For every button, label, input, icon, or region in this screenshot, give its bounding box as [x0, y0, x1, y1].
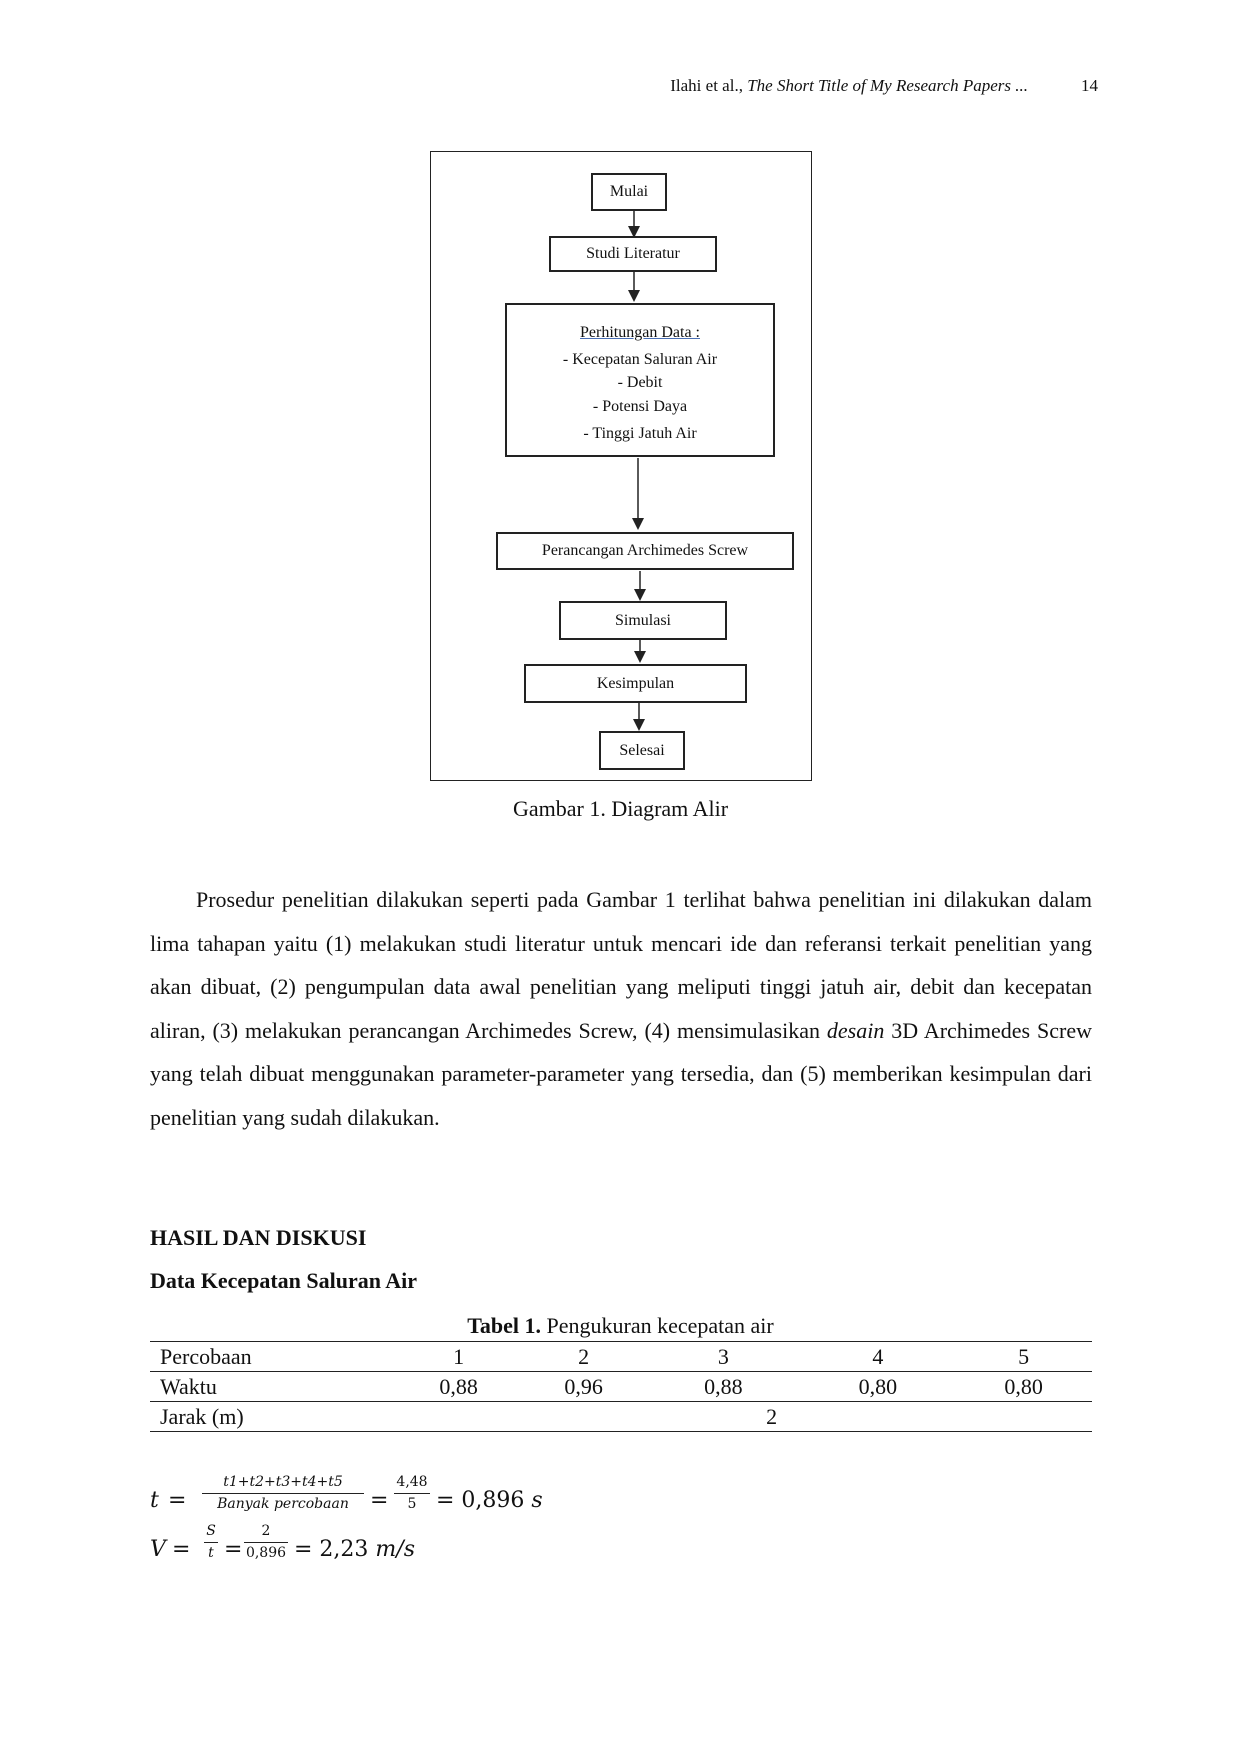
table-cell: 2	[396, 1401, 1092, 1432]
table-cell: 4	[800, 1341, 956, 1372]
flowchart-data-item: - Debit	[617, 374, 663, 391]
figure-caption: Gambar 1. Diagram Alir	[512, 796, 729, 821]
flowchart-node-literature: Studi Literatur	[549, 236, 717, 272]
eq-denominator: t	[208, 1545, 214, 1561]
body-paragraph: Prosedur penelitian dilakukan seperti pa…	[150, 878, 1092, 1139]
eq-fraction-value: 4,48 5	[394, 1474, 430, 1512]
eq-numerator: t1+t2+t3+t4+t5	[202, 1474, 364, 1494]
flowchart-data-title: Perhitungan Data :	[580, 324, 700, 341]
flowchart-data-item: - Kecepatan Saluran Air	[562, 351, 718, 368]
flowchart-node-simulation: Simulasi	[559, 601, 727, 640]
eq-result: = 0,896 s	[436, 1488, 543, 1513]
flowchart-node-data: Perhitungan Data : - Kecepatan Saluran A…	[505, 303, 775, 457]
body-text-part: Prosedur penelitian dilakukan seperti pa…	[150, 887, 1092, 1043]
table-cell-label: Jarak (m)	[150, 1401, 397, 1432]
eq-equals: =	[168, 1488, 187, 1513]
flowchart-data-item: - Tinggi Jatuh Air	[583, 425, 697, 442]
page-number: 14	[1081, 76, 1098, 95]
header-short-title: The Short Title of My Research Papers ..…	[747, 76, 1028, 95]
table-row: Waktu 0,88 0,96 0,88 0,80 0,80	[150, 1371, 1092, 1402]
flowchart-node-conclusion: Kesimpulan	[524, 664, 747, 703]
table-row: Jarak (m) 2	[150, 1401, 1092, 1432]
eq-denominator: 5	[407, 1496, 417, 1512]
running-head: Ilahi et al., The Short Title of My Rese…	[150, 72, 1098, 102]
eq-lhs: t	[150, 1488, 159, 1513]
eq-lhs: V	[150, 1537, 166, 1562]
eq-equals: =	[224, 1537, 243, 1562]
table-cell: 0,96	[521, 1371, 647, 1402]
table-caption-label: Tabel 1.	[467, 1313, 542, 1338]
flowchart-node-start: Mulai	[591, 173, 667, 211]
table-cell: 5	[955, 1341, 1092, 1372]
table-cell-label: Waktu	[150, 1371, 397, 1402]
eq-result-value: = 0,896	[436, 1488, 525, 1513]
eq-numerator: 4,48	[394, 1474, 430, 1494]
eq-unit: s	[531, 1488, 543, 1513]
flowchart-node-design: Perancangan Archimedes Screw	[496, 532, 794, 570]
running-head-citation: Ilahi et al., The Short Title of My Rese…	[670, 76, 1028, 96]
eq-equals: =	[172, 1537, 191, 1562]
eq-fraction-ratio: S t	[204, 1523, 218, 1561]
table-caption: Tabel 1. Pengukuran kecepatan air	[0, 1313, 1241, 1339]
table-caption-text: Pengukuran kecepatan air	[541, 1313, 774, 1338]
eq-fraction-value: 2 0,896	[244, 1523, 288, 1561]
flowchart-node-end: Selesai	[599, 731, 685, 770]
eq-numerator: S	[204, 1523, 218, 1543]
flowchart-figure: Mulai Studi Literatur Perhitungan Data :…	[430, 151, 812, 781]
eq-numerator: 2	[244, 1523, 288, 1543]
subsection-heading: Data Kecepatan Saluran Air	[150, 1268, 418, 1293]
eq-equals: =	[370, 1488, 389, 1513]
header-authors: Ilahi et al.,	[670, 76, 743, 95]
table-cell: 0,88	[396, 1371, 522, 1402]
table-cell: 0,88	[646, 1371, 801, 1402]
table-cell: 2	[521, 1341, 647, 1372]
table-cell: 1	[396, 1341, 522, 1372]
table-cell-label: Percobaan	[150, 1341, 397, 1372]
eq-result-value: = 2,23	[294, 1537, 369, 1562]
table-row: Percobaan 1 2 3 4 5	[150, 1341, 1092, 1372]
flowchart-arrows	[628, 211, 646, 731]
table-cell: 3	[646, 1341, 801, 1372]
body-text-emphasis: desain	[826, 1017, 885, 1043]
table-cell: 0,80	[955, 1371, 1092, 1402]
flowchart-data-item: - Potensi Daya	[592, 398, 688, 415]
body-text-part: 3D Archimedes Screw yang telah dibuat me…	[150, 1017, 1092, 1130]
eq-fraction-sum: t1+t2+t3+t4+t5 Banyak percobaan	[202, 1474, 364, 1512]
section-heading: HASIL DAN DISKUSI	[150, 1225, 367, 1250]
table-cell: 0,80	[800, 1371, 956, 1402]
velocity-table: Percobaan 1 2 3 4 5 Waktu 0,88 0,96 0,88…	[150, 1341, 1092, 1432]
eq-denominator: 0,896	[245, 1545, 287, 1561]
eq-result: = 2,23 m/s	[294, 1537, 415, 1562]
eq-unit: m/s	[375, 1537, 415, 1562]
eq-denominator: Banyak percobaan	[217, 1496, 349, 1512]
